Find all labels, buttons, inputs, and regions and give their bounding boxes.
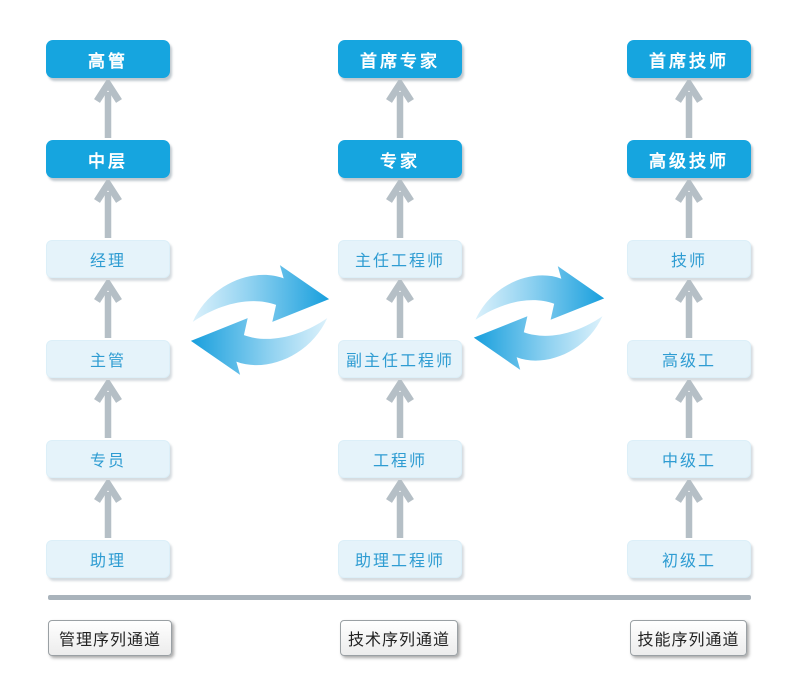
channel-label-skill: 技能序列通道 <box>630 620 747 656</box>
up-arrow-icon <box>386 380 414 438</box>
node-skill-level-3: 高级工 <box>627 340 751 378</box>
node-management-level-1: 中层 <box>46 140 170 178</box>
node-skill-level-2: 技师 <box>627 240 751 278</box>
node-skill-level-0: 首席技师 <box>627 40 751 78</box>
up-arrow-icon <box>675 380 703 438</box>
node-skill-level-4: 中级工 <box>627 440 751 478</box>
channel-label-management: 管理序列通道 <box>48 620 172 656</box>
node-technical-level-2: 主任工程师 <box>338 240 462 278</box>
node-skill-level-1: 高级技师 <box>627 140 751 178</box>
up-arrow-icon <box>94 380 122 438</box>
node-technical-level-3: 副主任工程师 <box>338 340 462 378</box>
up-arrow-icon <box>675 480 703 538</box>
up-arrow-icon <box>94 80 122 138</box>
node-management-level-4: 专员 <box>46 440 170 478</box>
up-arrow-icon <box>94 480 122 538</box>
node-skill-level-5: 初级工 <box>627 540 751 578</box>
up-arrow-icon <box>386 480 414 538</box>
baseline-divider <box>48 595 751 600</box>
node-management-level-3: 主管 <box>46 340 170 378</box>
channel-label-technical: 技术序列通道 <box>340 620 458 656</box>
up-arrow-icon <box>675 280 703 338</box>
up-arrow-icon <box>94 280 122 338</box>
up-arrow-icon <box>94 180 122 238</box>
node-technical-level-1: 专家 <box>338 140 462 178</box>
swap-cycle-icon <box>473 266 605 370</box>
node-technical-level-0: 首席专家 <box>338 40 462 78</box>
node-management-level-0: 高管 <box>46 40 170 78</box>
node-management-level-5: 助理 <box>46 540 170 578</box>
up-arrow-icon <box>386 280 414 338</box>
node-technical-level-5: 助理工程师 <box>338 540 462 578</box>
node-technical-level-4: 工程师 <box>338 440 462 478</box>
up-arrow-icon <box>675 80 703 138</box>
up-arrow-icon <box>386 180 414 238</box>
up-arrow-icon <box>386 80 414 138</box>
swap-cycle-icon <box>190 265 330 375</box>
up-arrow-icon <box>675 180 703 238</box>
node-management-level-2: 经理 <box>46 240 170 278</box>
